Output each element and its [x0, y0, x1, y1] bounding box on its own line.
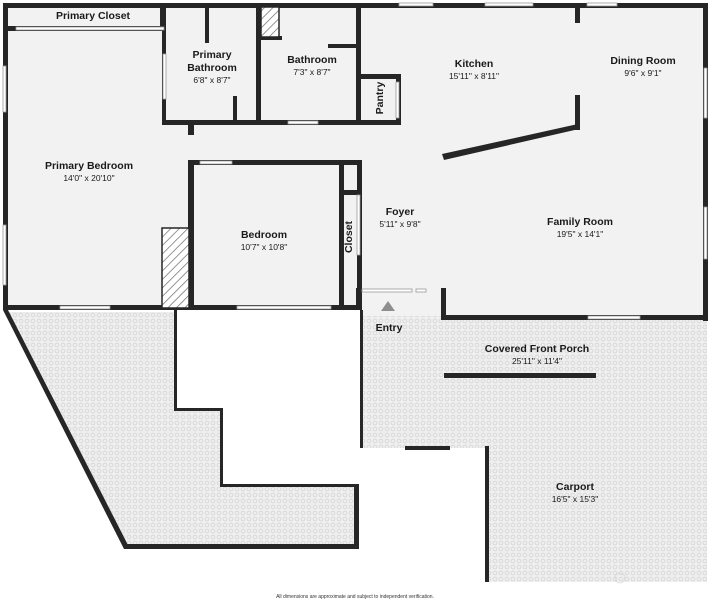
- primary-bathroom-label-line2: Bathroom: [187, 62, 237, 74]
- dining-room-label: Dining Room: [610, 55, 675, 67]
- porch-carport-area: [362, 292, 707, 582]
- carport-label: Carport: [556, 481, 594, 493]
- watermark-circle-icon: [614, 572, 626, 584]
- foyer-label: Foyer: [386, 206, 415, 218]
- windows: [2, 2, 708, 320]
- foyer-dims: 5'11" x 9'8": [379, 219, 420, 229]
- entry-label: Entry: [376, 322, 403, 334]
- primary-bedroom-dims: 14'0" x 20'10": [63, 173, 114, 183]
- bedroom-label: Bedroom: [241, 229, 287, 241]
- watermark-logo: [614, 572, 626, 584]
- covered-front-porch-label: Covered Front Porch: [485, 343, 589, 355]
- bathroom-dims: 7'3" x 8'7": [293, 67, 330, 77]
- disclaimer-text: All dimensions are approximate and subje…: [276, 594, 434, 600]
- entry-arrow-icon: [381, 301, 395, 311]
- primary-bedroom-label: Primary Bedroom: [45, 160, 133, 172]
- side-patio: [4, 312, 356, 548]
- dining-room-dims: 9'6" x 9'1": [624, 68, 661, 78]
- kitchen-label: Kitchen: [455, 58, 494, 70]
- bedroom-dims: 10'7" x 10'8": [241, 242, 288, 252]
- carport-dims: 16'5" x 15'3": [552, 494, 599, 504]
- kitchen-dims: 15'11" x 8'11": [449, 71, 499, 81]
- primary-bathroom-dims: 6'8" x 8'7": [193, 75, 230, 85]
- room-labels: Primary Closet Primary Bathroom 6'8" x 8…: [45, 10, 676, 504]
- covered-front-porch-dims: 25'11" x 11'4": [512, 356, 562, 366]
- pantry-label: Pantry: [374, 82, 386, 115]
- hatched-chases: [161, 6, 280, 309]
- primary-bathroom-label-line1: Primary: [192, 49, 231, 61]
- outdoor-areas: [4, 292, 707, 582]
- bathroom-label: Bathroom: [287, 54, 337, 66]
- family-room-label: Family Room: [547, 216, 613, 228]
- fireplace-chase: [161, 227, 190, 309]
- closet-label: Closet: [343, 220, 355, 253]
- primary-closet-label: Primary Closet: [56, 10, 131, 22]
- porch-carport-walls: [3, 310, 596, 582]
- family-room-dims: 19'5" x 14'1": [557, 229, 604, 239]
- bathroom-chase: [260, 6, 280, 38]
- interior-floor: [4, 4, 707, 316]
